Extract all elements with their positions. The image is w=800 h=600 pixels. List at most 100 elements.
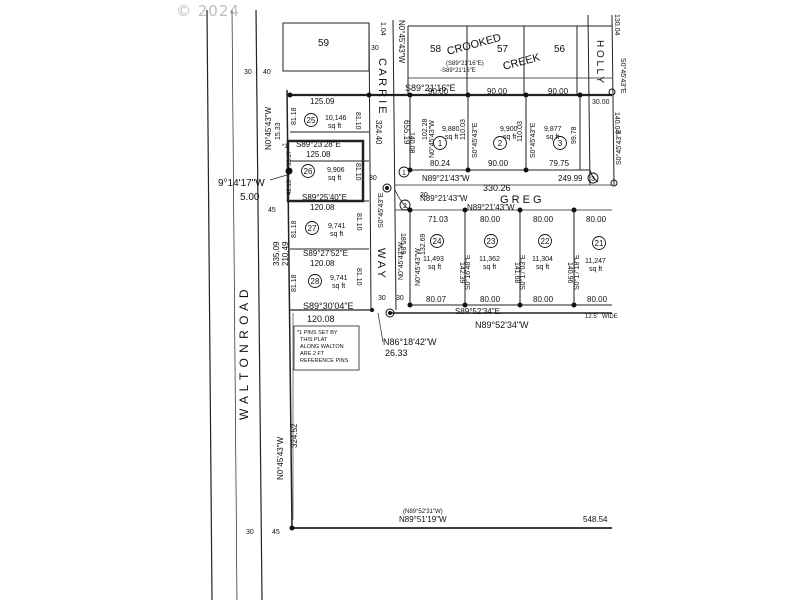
lot-area: 9,900: [500, 126, 518, 133]
distance-label: 80.00: [533, 295, 554, 304]
bearing-label: -S89°21'16"E: [440, 68, 476, 74]
monument-marker: [407, 302, 413, 308]
distance-label: 249.99: [558, 174, 583, 183]
distance-label: 142.39: [458, 262, 465, 284]
pin-note-line: ARE 2 FT: [300, 351, 325, 357]
lot-area: 9,877: [544, 126, 562, 133]
distance-label: 140.08: [408, 132, 415, 154]
control-monument-marker: [610, 179, 618, 187]
bearing-label: 9°14'17"W: [218, 178, 265, 189]
pin-note-line: REFERENCE PINS: [300, 358, 349, 364]
distance-label: 99.78: [571, 126, 578, 144]
distance-label: 90.00: [548, 87, 569, 96]
control-monument-marker: [608, 88, 616, 96]
distance-label: 40: [263, 69, 271, 76]
monument-marker: [571, 302, 577, 308]
monument-marker: [465, 167, 471, 173]
distance-label: 324.52: [290, 423, 299, 448]
control-monument-marker: [382, 183, 392, 193]
lot-number: 3: [558, 139, 563, 148]
lot-area: 9,880: [442, 126, 460, 133]
lot-label: 58: [430, 44, 442, 55]
distance-label: 655.19: [402, 120, 411, 145]
marker-label: 1: [402, 170, 406, 177]
distance-label: 80.24: [430, 159, 451, 168]
distance-label: 12.5': [585, 314, 598, 320]
lot-number: 23: [487, 237, 496, 246]
bearing-label: N0°45'43"W: [397, 20, 406, 64]
lot-area: 9,906: [327, 167, 345, 174]
bearing-label: S0°45'43"E: [615, 129, 623, 165]
bearing-label: S89°21'16"E: [405, 83, 456, 93]
monument-marker: [285, 167, 293, 175]
lot-label: 59: [318, 38, 330, 49]
holly-way-east-edge: [611, 14, 615, 186]
distance-label: 81.10: [354, 112, 361, 130]
monument-marker: [523, 167, 529, 173]
monument-marker: [366, 92, 372, 98]
holly-way-west-edge: [587, 14, 591, 186]
bearing-label: S89°30'04"E: [303, 301, 354, 311]
distance-label: 120.08: [310, 259, 335, 268]
monument-marker: [370, 308, 374, 312]
distance-label: 125.09: [310, 97, 335, 106]
pin-note-box: [293, 325, 360, 371]
lot-area: 11,304: [532, 256, 553, 263]
bearing-label: S0°17'03"E: [519, 254, 527, 290]
lot-area-unit: sq ft: [332, 283, 345, 290]
lot-area-unit: sq ft: [328, 123, 341, 130]
distance-label: 548.54: [583, 515, 608, 524]
lot-number: 24: [433, 237, 442, 246]
distance-label: 81.10: [355, 213, 362, 231]
distance-label: 324.40: [374, 120, 383, 145]
monument-marker: [462, 207, 468, 213]
lot-number: 1: [438, 139, 443, 148]
distance-label: 71.03: [428, 215, 449, 224]
monument-marker: [407, 92, 413, 98]
distance-label: 81.18: [291, 107, 298, 125]
control-monument-marker: [385, 308, 395, 318]
bearing-label: S0°45'43"E: [377, 192, 385, 228]
lot-number: 27: [308, 224, 317, 233]
distance-label: 15.33: [275, 122, 282, 140]
distance-label: 30: [371, 45, 379, 52]
bearing-label: S0°16'48"E: [464, 254, 472, 290]
carrie-east-edge: [392, 19, 397, 311]
distance-label: 140.04: [613, 112, 620, 134]
lot-area-unit: sq ft: [330, 231, 343, 238]
distance-label: 45: [272, 529, 280, 536]
lot-area-unit: sq ft: [445, 134, 458, 141]
monument-marker: [465, 92, 471, 98]
wide-label: WIDE: [602, 314, 618, 320]
marker-label: 2: [403, 203, 407, 210]
monument-marker: [571, 207, 577, 213]
greg-label: G R E G: [500, 194, 542, 206]
distance-label: 81.10: [355, 268, 362, 286]
bearing-label: N89°52'34"W: [475, 320, 529, 330]
bearing-label: N0°45'43"W: [428, 120, 436, 158]
distance-label: 81.18: [291, 220, 298, 238]
monument-marker: [287, 92, 293, 98]
distance-label: 80.00: [587, 295, 608, 304]
lot-number: 28: [311, 277, 320, 286]
lot-area-unit: sq ft: [483, 264, 496, 271]
bearing-label: N89°21'43"W: [422, 174, 470, 183]
lot-label: 57: [497, 44, 509, 55]
bearing-label: N89°21'43"W: [420, 194, 468, 203]
bearing-label: S0°45'43"E: [619, 58, 627, 94]
walton-road-centerline: [231, 9, 238, 600]
distance-label: 120.08: [310, 203, 335, 212]
bearing-label: S89°23'28"E: [296, 140, 341, 149]
walton-road-east-edge: [255, 9, 263, 600]
distance-label: 210.49: [281, 241, 290, 266]
distance-label: 30: [378, 295, 386, 302]
distance-label: 120.08: [307, 314, 335, 324]
bearing-label: S89°25'40"E: [302, 193, 347, 202]
distance-label: 80.07: [426, 295, 447, 304]
distance-label: 5.00: [240, 192, 260, 203]
lot-area: 11,247: [585, 258, 606, 265]
marker-label: 3: [591, 176, 595, 183]
distance-label: 42.15: [287, 179, 293, 195]
distance-label: 141.68: [513, 262, 520, 284]
